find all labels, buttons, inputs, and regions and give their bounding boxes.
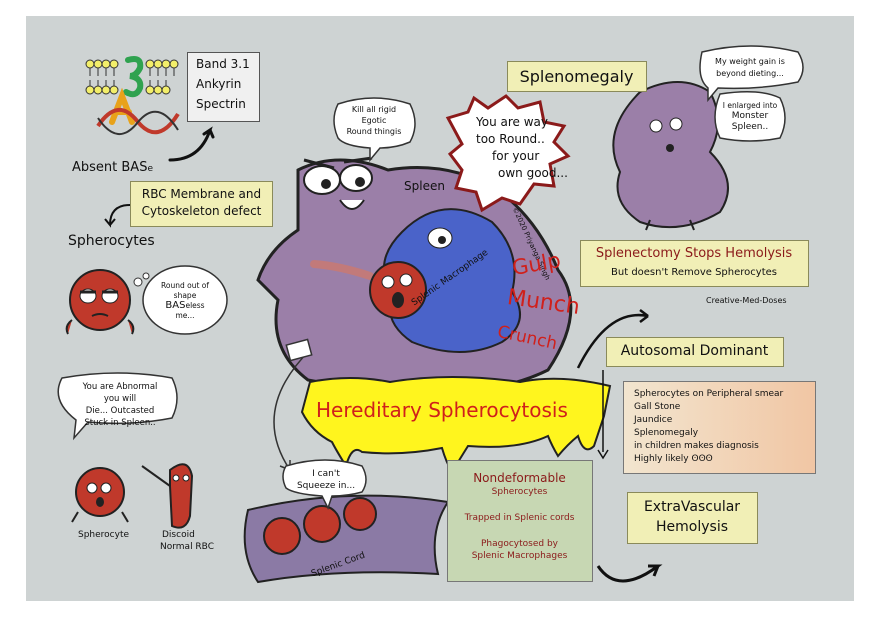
nondeformable-spherocytes: Spherocytes xyxy=(491,487,548,497)
crossed-eyes-icons: ʘʘʘ xyxy=(691,454,713,464)
main-title: Hereditary Spherocytosis xyxy=(316,398,568,422)
title-banner-shape xyxy=(300,376,612,474)
splenomegaly-box: Splenomegaly xyxy=(507,61,647,92)
nondeformable-box: Nondeformable Spherocytes Trapped in Spl… xyxy=(447,460,593,582)
abnormal-speech-text: You are Abnormal you will Die... Outcast… xyxy=(82,382,158,428)
splenomegaly-text: Splenomegaly xyxy=(519,67,634,86)
spleen-label: Spleen xyxy=(404,179,445,193)
autosomal-dominant-box: Autosomal Dominant xyxy=(606,337,784,367)
thought-bubble-text: Round out of shape BASeless me... xyxy=(160,281,209,320)
speech-bubble-too-round xyxy=(445,94,571,213)
zoom-window-icon xyxy=(285,338,313,362)
protein-ankyrin-label: Ankyrin xyxy=(196,77,242,91)
cord-spherocytes xyxy=(263,497,377,555)
nondeformable-title: Nondeformable xyxy=(473,471,566,485)
discoid-label: Discoid xyxy=(162,530,195,540)
sad-spherocyte-character xyxy=(71,467,129,523)
weight-speech-text: My weight gain is beyond dieting... xyxy=(715,57,785,78)
trapped-text: Trapped in Splenic cords xyxy=(464,513,575,523)
speech-bubble-squeeze xyxy=(282,459,367,510)
too-round-speech-text: You are way too Round.. for your own goo… xyxy=(476,115,568,180)
speech-bubble-monster xyxy=(714,91,786,142)
arrow-to-extravascular xyxy=(596,564,663,583)
grumpy-spherocyte-character xyxy=(65,269,135,335)
arrow-bas-to-proteins xyxy=(168,126,215,162)
thought-bubble-spherocyte xyxy=(133,265,228,335)
phagocytosed-text: Phagocytosed by xyxy=(480,539,558,549)
membrane-lipid-icon xyxy=(85,59,179,95)
splenic-macrophage-character xyxy=(310,208,521,353)
protein-spectrin-label: Spectrin xyxy=(196,97,246,111)
protein-band-label: Band 3.1 xyxy=(196,57,250,71)
splenectomy-title: Splenectomy Stops Hemolysis xyxy=(595,246,793,261)
spherocyte-label: Spherocyte xyxy=(78,530,130,540)
monster-spleen-character xyxy=(612,81,729,231)
absent-bas-label: Absent BASe xyxy=(72,160,153,175)
protein-list-box: Band 3.1 Ankyrin Spectrin xyxy=(187,52,260,122)
macrophages-text: Splenic Macrophages xyxy=(471,551,568,561)
splenectomy-box: Splenectomy Stops Hemolysis But doesn't … xyxy=(580,240,809,287)
speech-bubble-abnormal xyxy=(57,372,178,441)
splenectomy-subtitle: But doesn't Remove Spherocytes xyxy=(611,267,777,278)
speech-bubble-kill xyxy=(333,97,416,163)
discoid-normal-rbc-character xyxy=(141,463,194,529)
extravascular-line2: Hemolysis xyxy=(656,519,728,535)
autosomal-dominant-text: Autosomal Dominant xyxy=(620,343,769,359)
squeeze-speech-text: I can't Squeeze in... xyxy=(296,469,356,491)
speech-bubble-weight xyxy=(699,45,804,103)
membrane-defect-box: RBC Membrane and Cytoskeleton defect xyxy=(130,181,273,227)
monster-speech-text: I enlarged into Monster Spleen.. xyxy=(722,101,778,132)
arrow-to-autosomal xyxy=(576,309,649,369)
normal-rbc-label: Normal RBC xyxy=(160,542,214,552)
splenic-cord-shape xyxy=(243,494,450,584)
engulfed-spherocyte-character xyxy=(369,261,427,319)
kill-speech-text: Kill all rigid Egotic Round thingis xyxy=(346,105,402,136)
membrane-defect-text: RBC Membrane and Cytoskeleton defect xyxy=(141,187,262,218)
diagnosis-box: Spherocytes on Peripheral smear Gall Sto… xyxy=(623,381,816,474)
arrow-defect-to-spherocytes xyxy=(104,204,131,228)
spherocytes-heading: Spherocytes xyxy=(68,233,155,249)
diagnosis-text: Spherocytes on Peripheral smear Gall Sto… xyxy=(634,389,784,464)
letters-bas-icon xyxy=(96,56,180,135)
extravascular-box: ExtraVascular Hemolysis xyxy=(627,492,758,544)
extravascular-line1: ExtraVascular xyxy=(643,499,741,515)
creative-med-doses-credit: Creative-Med-Doses xyxy=(706,296,787,305)
